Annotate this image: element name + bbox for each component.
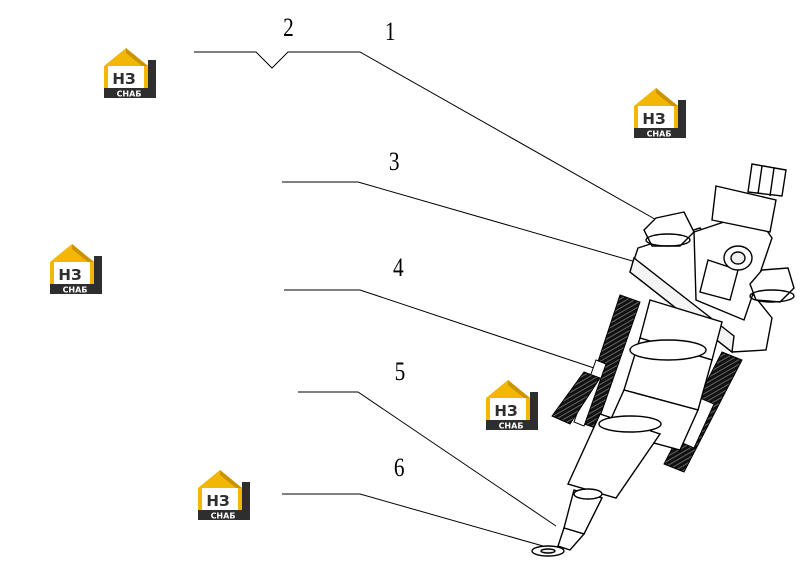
svg-text:СНАБ: СНАБ — [499, 422, 524, 431]
svg-text:СНАБ: СНАБ — [211, 512, 236, 521]
svg-text:СНАБ: СНАБ — [117, 90, 142, 99]
watermark-logo: НЗ СНАБ — [198, 470, 250, 521]
svg-text:СНАБ: СНАБ — [647, 130, 672, 139]
watermark-logo: НЗ СНАБ — [104, 48, 156, 99]
svg-text:НЗ: НЗ — [206, 492, 229, 510]
callout-2: 2 — [283, 14, 294, 42]
svg-text:НЗ: НЗ — [58, 266, 81, 284]
svg-text:НЗ: НЗ — [642, 110, 665, 128]
svg-text:НЗ: НЗ — [494, 402, 517, 420]
callout-6: 6 — [394, 454, 405, 482]
svg-text:НЗ: НЗ — [112, 70, 135, 88]
callout-4: 4 — [393, 254, 404, 282]
leader-lines — [194, 51, 661, 549]
callout-5: 5 — [395, 358, 406, 386]
watermark-logo: НЗ СНАБ — [50, 244, 102, 295]
watermark-logo: НЗ СНАБ — [486, 380, 538, 431]
injector-body — [531, 163, 795, 557]
watermark-logo: НЗ СНАБ — [634, 88, 686, 139]
callout-3: 3 — [389, 148, 400, 176]
left-stud — [551, 294, 641, 429]
svg-text:СНАБ: СНАБ — [63, 286, 88, 295]
callout-1: 1 — [385, 18, 396, 46]
